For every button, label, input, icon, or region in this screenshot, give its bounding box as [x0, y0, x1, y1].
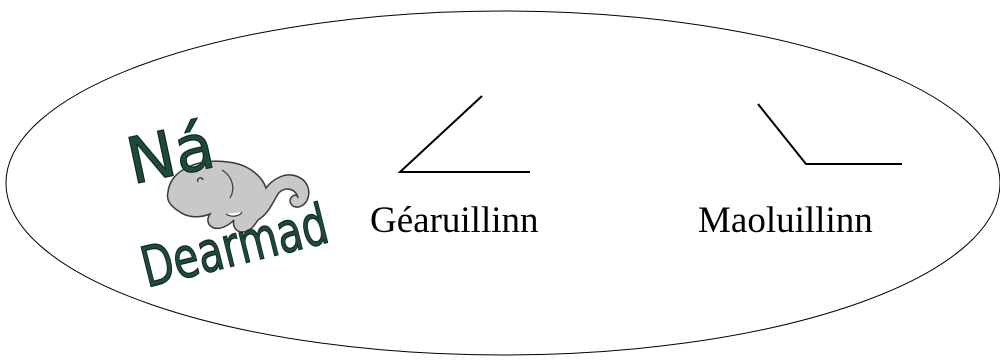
na-dearmad-logo: Ná Dearmad [120, 109, 334, 301]
acute-angle-label: Géaruillinn [370, 200, 539, 241]
obtuse-angle-label: Maoluillinn [698, 200, 873, 241]
acute-angle: Géaruillinn [370, 96, 539, 241]
acute-angle-lines [400, 96, 530, 172]
obtuse-angle: Maoluillinn [698, 104, 902, 241]
obtuse-angle-lines [758, 104, 902, 164]
